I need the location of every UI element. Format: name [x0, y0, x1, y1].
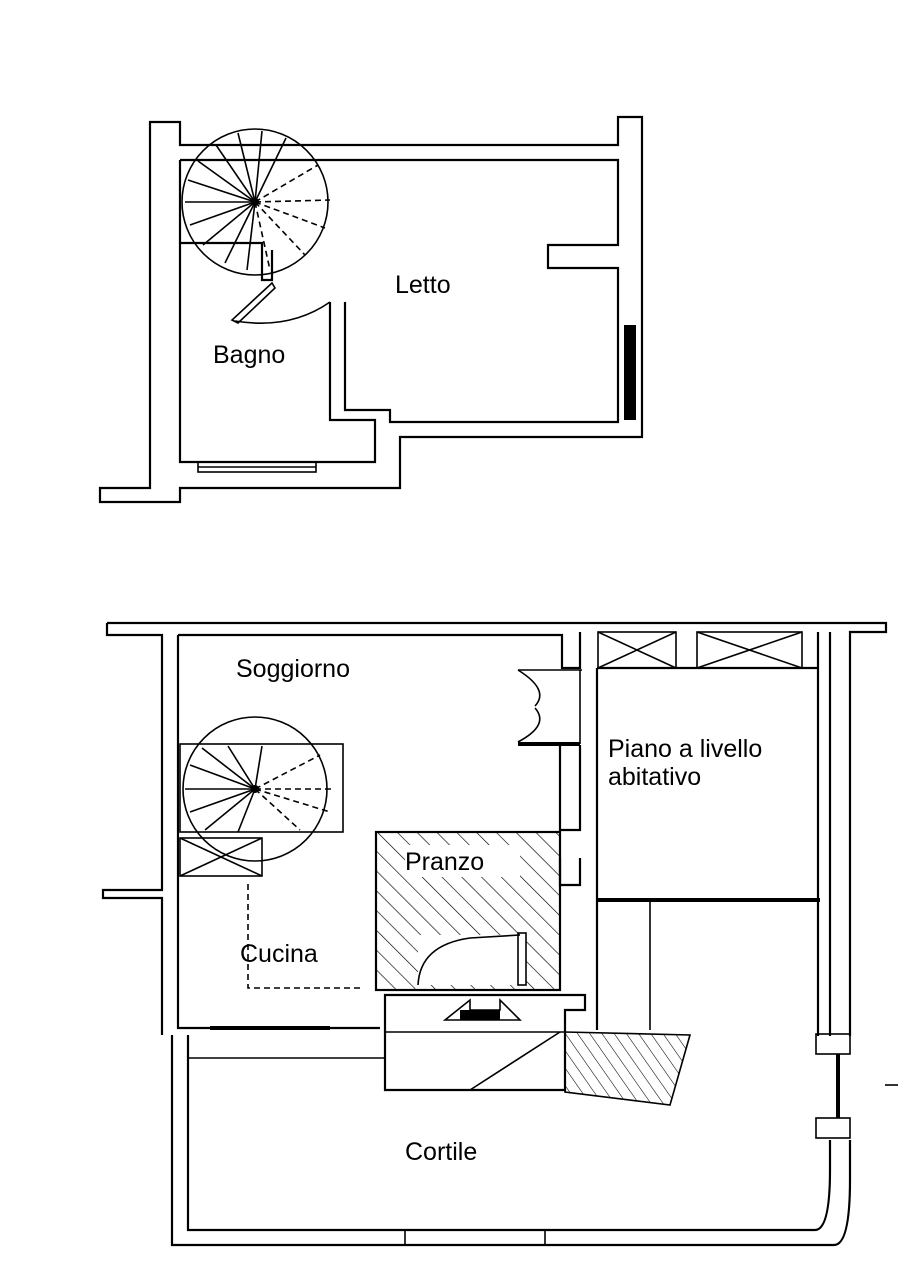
unit-box — [595, 666, 818, 1030]
upper-spiral-stair — [181, 128, 331, 276]
gate — [815, 1033, 851, 1139]
lower-top-wall — [107, 621, 888, 1036]
room-label-cucina: Cucina — [240, 940, 318, 968]
bagno-door-swing — [234, 301, 331, 324]
bagno-door — [230, 281, 277, 324]
cortile-wall — [170, 1035, 852, 1247]
pranzo-area — [374, 830, 562, 992]
soggiorno-double-door — [517, 669, 582, 746]
lower-top-inner — [101, 623, 164, 1035]
cucina-dashed-boundary — [247, 884, 360, 989]
room-label-piano-2: abitativo — [608, 763, 701, 791]
upper-inner-wall-2 — [178, 160, 377, 464]
room-label-bagno: Bagno — [213, 341, 285, 369]
room-label-cortile: Cortile — [405, 1138, 477, 1166]
lower-left-inner — [178, 632, 582, 670]
entrance-steps — [383, 993, 692, 1106]
lower-floor: Soggiorno Piano a livello abitativo Pran… — [101, 621, 898, 1247]
storage-boxes — [179, 631, 803, 877]
lower-spiral-stair — [179, 716, 344, 862]
room-label-letto: Letto — [395, 271, 451, 299]
partition-wall — [558, 745, 582, 887]
upper-floor: Letto Bagno — [98, 115, 644, 504]
room-label-piano-1: Piano a livello — [608, 735, 762, 763]
room-label-soggiorno: Soggiorno — [236, 655, 350, 683]
cortile-inner-wall — [186, 1035, 832, 1232]
room-label-pranzo: Pranzo — [405, 848, 484, 876]
letto-window — [624, 325, 636, 420]
upper-outer-wall — [98, 115, 644, 504]
right-corridor-wall — [816, 632, 832, 1036]
upper-inner-wall — [180, 158, 620, 424]
